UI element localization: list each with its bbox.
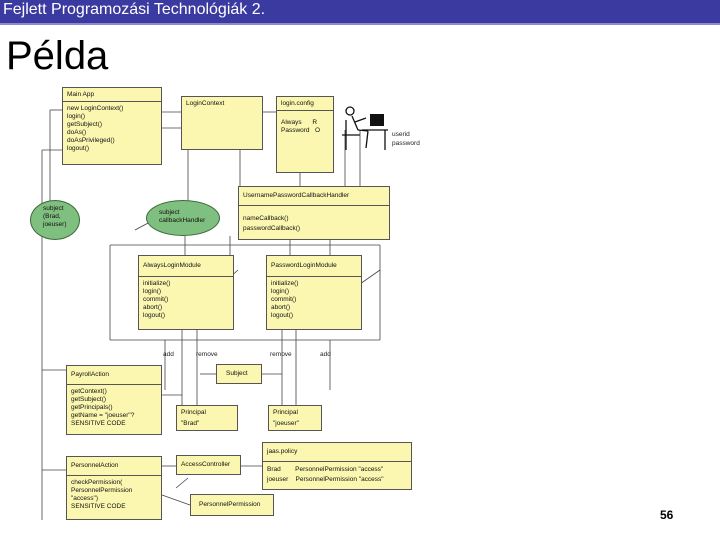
login-context-title: LoginContext <box>186 100 225 107</box>
page-number: 56 <box>660 508 674 522</box>
principal-joeuser-title: Principal <box>273 409 298 416</box>
login-context-box: LoginContext <box>181 96 263 150</box>
personnel-action-box: PersonnelAction checkPermission( Personn… <box>66 456 162 520</box>
password-login-module-methods: initialize() login() commit() abort() lo… <box>271 280 299 319</box>
login-config-title: login.config <box>277 97 333 111</box>
login-config-body: Always R Password O <box>281 119 321 134</box>
slide-header: Fejlett Programozási Technológiák 2. <box>0 0 720 23</box>
password-login-module-title: PasswordLoginModule <box>267 256 361 277</box>
header-divider <box>0 23 720 25</box>
userid-label: userid <box>392 131 410 138</box>
personnel-action-methods: checkPermission( PersonnelPermission "ac… <box>71 479 133 510</box>
principal-brad-box: Principal "Brad" <box>176 405 238 431</box>
always-login-module-methods: initialize() login() commit() abort() lo… <box>143 280 171 319</box>
subject-oval: subject (Brad, joeuser) <box>30 200 80 240</box>
slide-title: Példa <box>6 34 109 78</box>
edge-label-remove: remove <box>196 351 218 358</box>
callback-handler-box: UsernamePasswordCallbackHandler nameCall… <box>238 186 390 240</box>
access-controller-title: AccessController <box>181 461 231 468</box>
personnel-permission-title: PersonnelPermission <box>199 501 261 508</box>
personnel-action-title: PersonnelAction <box>67 457 161 476</box>
jaas-policy-box: jaas.policy Brad PersonnelPermission "ac… <box>262 442 412 490</box>
main-app-methods: new LoginContext() login() getSubject() … <box>67 105 124 152</box>
subject-box: Subject <box>216 364 262 384</box>
subject-box-title: Subject <box>226 370 248 377</box>
principal-joeuser-value: "joeuser" <box>273 420 299 427</box>
callback-handler-title: UsernamePasswordCallbackHandler <box>239 187 389 206</box>
password-login-module-box: PasswordLoginModule initialize() login()… <box>266 255 362 330</box>
jaas-policy-body: Brad PersonnelPermission "access" joeuse… <box>267 466 384 483</box>
always-login-module-title: AlwaysLoginModule <box>139 256 233 277</box>
payroll-action-methods: getContext() getSubject() getPrincipals(… <box>71 388 135 427</box>
main-app-title: Main App <box>63 88 161 102</box>
access-controller-box: AccessController <box>176 455 241 475</box>
edge-label-add: add <box>320 351 331 358</box>
principal-joeuser-box: Principal "joeuser" <box>268 405 322 431</box>
edge-label-add: add <box>163 351 174 358</box>
callback-handler-oval: subject callbackHandler <box>146 200 220 236</box>
principal-brad-title: Principal <box>181 409 206 416</box>
login-config-box: login.config Always R Password O <box>276 96 334 173</box>
always-login-module-box: AlwaysLoginModule initialize() login() c… <box>138 255 234 330</box>
personnel-permission-box: PersonnelPermission <box>190 494 274 516</box>
payroll-action-title: PayrollAction <box>67 366 161 385</box>
main-app-box: Main App new LoginContext() login() getS… <box>62 87 162 165</box>
edge-label-remove: remove <box>270 351 292 358</box>
callback-handler-methods: nameCallback() passwordCallback() <box>243 215 301 232</box>
principal-brad-value: "Brad" <box>181 420 200 427</box>
header-title: Fejlett Programozási Technológiák 2. <box>3 1 266 18</box>
payroll-action-box: PayrollAction getContext() getSubject() … <box>66 365 162 435</box>
password-label: password <box>392 140 420 147</box>
jaas-policy-title: jaas.policy <box>263 443 411 462</box>
